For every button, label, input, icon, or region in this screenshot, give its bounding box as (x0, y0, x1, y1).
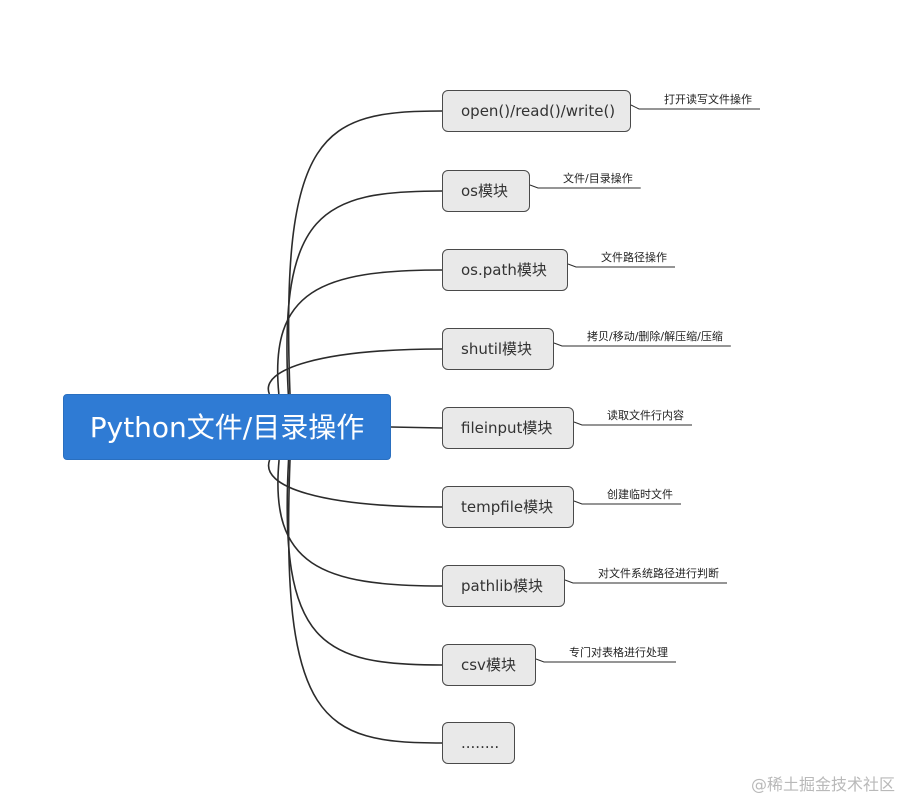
watermark: @稀土掘金技术社区 (750, 775, 895, 794)
branch-pathlib: pathlib模块 (442, 565, 565, 607)
note-csv: 专门对表格进行处理 (569, 646, 668, 659)
connector-line (286, 190, 443, 395)
branch-os: os模块 (442, 170, 530, 212)
note-shutil: 拷贝/移动/删除/解压缩/压缩 (587, 330, 723, 343)
connector-line (277, 459, 443, 587)
connector-line (276, 269, 443, 395)
connector-line (287, 459, 443, 744)
note-underline (564, 579, 727, 584)
branch-tempfile: tempfile模块 (442, 486, 574, 528)
root-topic: Python文件/目录操作 (63, 394, 391, 460)
note-open-read-write: 打开读写文件操作 (664, 93, 752, 106)
note-underline (630, 104, 760, 110)
branch-os-path: os.path模块 (442, 249, 568, 291)
note-tempfile: 创建临时文件 (607, 488, 673, 501)
note-os-path: 文件路径操作 (601, 251, 667, 264)
connector-line (267, 348, 443, 395)
note-fileinput: 读取文件行内容 (607, 409, 684, 422)
connector-line (267, 459, 443, 508)
note-underline (567, 263, 675, 268)
note-underline (573, 421, 692, 426)
branch-fileinput: fileinput模块 (442, 407, 574, 449)
branch-csv: csv模块 (442, 644, 536, 686)
branch-open-read-write: open()/read()/write() (442, 90, 631, 132)
note-os: 文件/目录操作 (563, 172, 633, 185)
branch-shutil: shutil模块 (442, 328, 554, 370)
connector-line (286, 459, 443, 666)
note-pathlib: 对文件系统路径进行判断 (598, 567, 719, 580)
connector-line (390, 426, 443, 429)
branch-more: ........ (442, 722, 515, 764)
note-underline (529, 184, 641, 189)
note-underline (573, 500, 681, 505)
note-underline (535, 658, 676, 663)
note-underline (553, 342, 731, 347)
